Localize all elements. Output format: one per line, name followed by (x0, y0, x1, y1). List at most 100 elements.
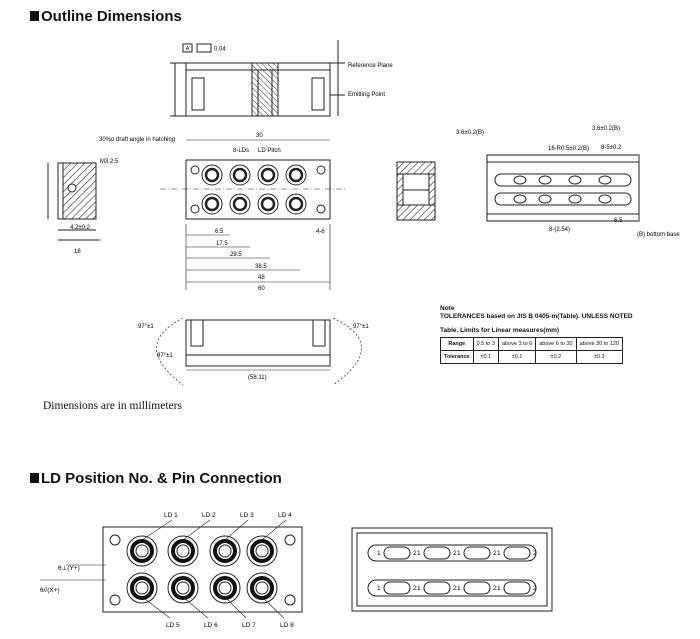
base-hole-bottom-2 (538, 194, 552, 204)
dim-30: 30 (256, 133, 263, 139)
front-ld-inner-4 (288, 167, 304, 183)
pin-pair-row2-1 (383, 581, 411, 595)
pin-row1-6: 2 (493, 550, 497, 557)
range-col-4: above 30 to 120 (575, 337, 624, 351)
datum-label: A (186, 47, 190, 53)
pin-row1-3: 1 (417, 550, 421, 557)
ld-top-label-2: LD 2 (202, 512, 216, 519)
reference-plane-label: Reference Plane (348, 63, 393, 69)
top-view (170, 40, 345, 117)
ld-top-label-4: LD 4 (278, 512, 292, 519)
tolerance-val-1: ±0.1 (472, 350, 499, 364)
left-side-view (47, 162, 100, 241)
ld-bottom-label-2: LD 6 (204, 622, 218, 629)
front-ld-outer-4 (285, 164, 307, 186)
pin-row2-5: 1 (457, 585, 461, 592)
bottom-base-note: (B) bottom base (637, 232, 680, 238)
ld-8-core (255, 581, 269, 595)
pin-pair-row1-2 (423, 546, 451, 560)
base-hole-top-4 (598, 175, 612, 185)
dim-3-6-right: 3.6±0.2(B) (592, 126, 620, 132)
base-pin-holes (513, 175, 612, 204)
ld-2-core (176, 544, 190, 558)
flatness-label: 0.04 (214, 47, 226, 53)
cross-section-view (396, 161, 436, 221)
angle-left-top: 97°±1 (138, 324, 154, 330)
dim-6-5: 6.5 (215, 229, 224, 235)
front-ld-outer-5 (201, 193, 223, 215)
ld-1-ring (130, 539, 154, 563)
ld-bottom-label-3: LD 7 (242, 622, 256, 629)
pin-row1-2: 2 (413, 550, 417, 557)
front-ld-inner-8 (288, 196, 304, 212)
dim-6-5-right: 6.5 (614, 218, 623, 224)
pin-pair-row2-3 (463, 581, 491, 595)
ld-bottom-label-4: LD 8 (280, 622, 294, 629)
ld-top-label-1: LD 1 (164, 512, 178, 519)
ld-5-outer (126, 572, 158, 604)
dim-8-5: 8-5±0.2 (601, 145, 622, 151)
tolerance-val-3: ±0.2 (535, 350, 577, 364)
range-col-1: 0.5 to 3 (472, 337, 499, 351)
front-view (160, 159, 345, 220)
dim-3-6-left: 3.6±0.2(B) (456, 130, 484, 136)
pin-row2-1: 1 (377, 585, 381, 592)
ld-8-ring (250, 576, 274, 600)
pin-row1-5: 1 (457, 550, 461, 557)
ld-5-core (135, 581, 149, 595)
tolerance-note-mark: Note (440, 305, 455, 312)
range-header: Range (440, 337, 474, 351)
front-dim-lines (185, 139, 331, 290)
ld-8-outer (246, 572, 278, 604)
ld-top-label-3: LD 3 (240, 512, 254, 519)
pin-row2-8: 2 (533, 585, 537, 592)
dim-29-5: 29.5 (230, 252, 242, 258)
front-ld-inner-3 (260, 167, 276, 183)
ld-2-outer (167, 535, 199, 567)
square-bullet-icon (30, 473, 39, 483)
dim-4-2: 4.2±0.2 (70, 225, 91, 231)
ld-position-diagram (102, 526, 303, 613)
front-ld-inner-7 (260, 196, 276, 212)
pin-row2-4: 2 (453, 585, 457, 592)
pin-pair-row1-3 (463, 546, 491, 560)
tolerance-block: Note TOLERANCES based on JIS B 0405-m(Ta… (440, 305, 633, 364)
bottom-view (156, 317, 362, 386)
angle-right-top: 97°±1 (353, 324, 369, 330)
dim-60: 60 (258, 286, 265, 292)
ld-3-outer (209, 535, 241, 567)
tolerance-val-4: ±0.3 (575, 350, 624, 364)
pin-row2-6: 2 (493, 585, 497, 592)
dim-17-5: 17.5 (216, 241, 228, 247)
dim-38-5: 38.5 (255, 264, 267, 270)
front-ld-outer-3 (257, 164, 279, 186)
pin-connection-diagram (351, 527, 553, 612)
ld-3-ring (213, 539, 237, 563)
ld-4-ring (250, 539, 274, 563)
outline-dimensions-title: Outline Dimensions (30, 8, 182, 25)
ld-position-title: LD Position No. & Pin Connection (30, 470, 282, 487)
pin-row1-8: 2 (533, 550, 537, 557)
pin-pair-row1-1 (383, 546, 411, 560)
front-ld-inner-1 (204, 167, 220, 183)
dim-18: 18 (74, 249, 81, 255)
tolerance-header-row: Range 0.5 to 3 above 3 to 6 above 6 to 3… (440, 337, 624, 351)
ld-1-core (135, 544, 149, 558)
base-hole-top-3 (568, 175, 582, 185)
tolerance-header: Tolerance (440, 350, 474, 364)
pin-pair-row1-4 (503, 546, 531, 560)
ld-2-ring (171, 539, 195, 563)
front-ld-inner-6 (232, 196, 248, 212)
front-ld-inner-5 (204, 196, 220, 212)
ld-6-core (176, 581, 190, 595)
base-hole-bottom-4 (598, 194, 612, 204)
ld-3-core (218, 544, 232, 558)
tolerance-table-title: Table. Limits for Linear measures(mm) (440, 327, 560, 334)
front-ld-outer-1 (201, 164, 223, 186)
dimension-unit-note: Dimensions are in millimeters (43, 400, 182, 412)
axis-y-label: θ⊥(Y+) (58, 565, 80, 572)
ld-position-array (126, 535, 278, 604)
front-ld-inner-2 (232, 167, 248, 183)
dim-16-r: 16-R0.5±0.2(B) (548, 146, 589, 152)
axis-x-label: θ//(X+) (40, 587, 60, 594)
